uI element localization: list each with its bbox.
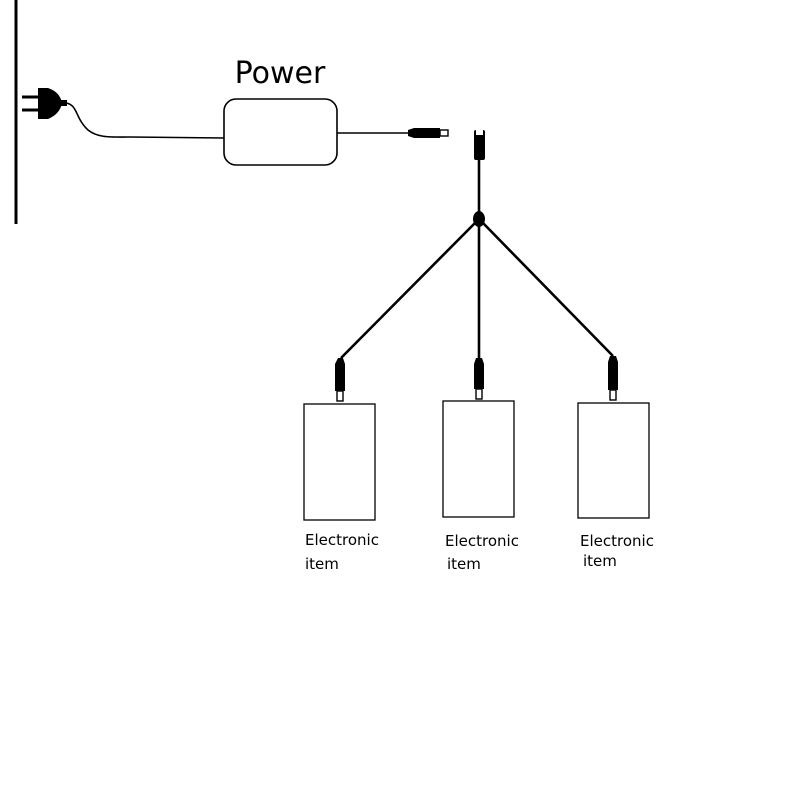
branch-plug-center-icon [474,358,484,400]
dc-female-jack-icon [474,130,485,160]
electronic-item-box [577,402,650,519]
item-label: Electronic [305,531,379,549]
branch-right [481,221,614,357]
electronic-item-box [442,400,515,518]
branch-plug-right-icon [608,356,618,401]
item-label: item [305,555,339,573]
dc-male-plug-icon [408,128,449,138]
power-adapter-box [223,98,338,166]
wall-plug-icon [22,88,67,119]
item-label: Electronic [445,532,519,550]
item-label: item [447,555,481,573]
power-label: Power [235,56,326,91]
branch-plug-left-icon [335,358,345,402]
branch-left [340,221,477,359]
electronic-item-box [303,403,376,521]
item-label: Electronic [580,532,654,550]
mains-cord [65,102,225,139]
item-label: item [583,552,617,570]
